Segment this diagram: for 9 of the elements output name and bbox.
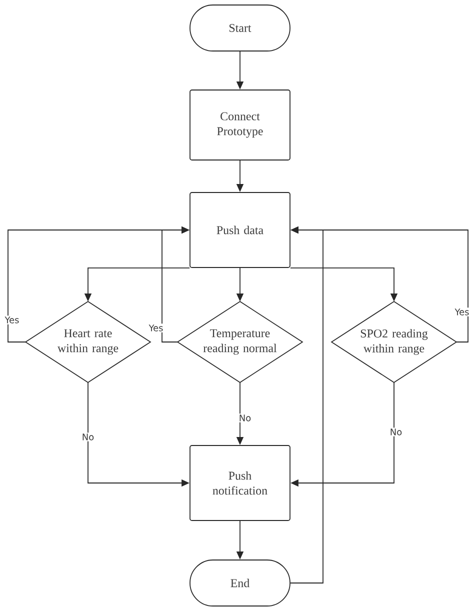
process-box: Push notification xyxy=(190,445,290,521)
process-box: Connect Prototype xyxy=(190,90,290,160)
process-box: Push data xyxy=(190,192,290,268)
edge-label: No xyxy=(80,432,96,442)
edge-label: Yes xyxy=(148,324,164,332)
edge-label: No xyxy=(238,414,252,422)
edge-label: Yes xyxy=(4,316,20,324)
edge-label: No xyxy=(388,428,404,436)
edge-label: Yes xyxy=(454,308,470,316)
